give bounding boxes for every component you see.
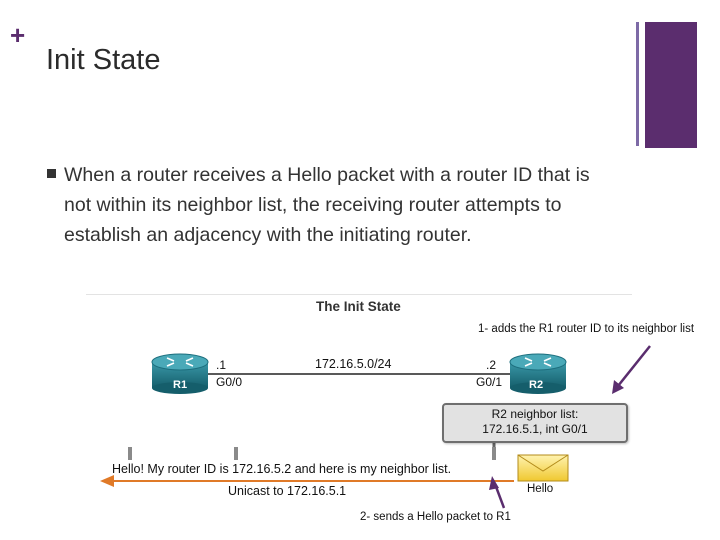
plus-decoration: +	[10, 20, 26, 50]
neighbor-list-entry: 172.16.5.1, int G0/1	[482, 422, 588, 436]
note-1-arrow	[612, 345, 651, 394]
unicast-arrow	[100, 475, 514, 487]
diagram-title: The Init State	[316, 299, 401, 314]
accent-bar-thick	[645, 22, 697, 148]
diagram-top-rule	[86, 294, 632, 295]
network-address: 172.16.5.0/24	[315, 357, 392, 371]
router-r2-label: R2	[529, 379, 543, 391]
r2-ip-suffix: .2	[486, 358, 497, 372]
slide-title: Init State	[46, 44, 161, 76]
bullet-text: When a router receives a Hello packet wi…	[64, 164, 590, 246]
bullet-square-icon	[47, 169, 56, 178]
r1-interface: G0/0	[216, 375, 243, 389]
router-r2-icon	[509, 353, 567, 394]
envelope-label: Hello	[527, 483, 554, 495]
note-2-arrow	[489, 476, 506, 509]
r2-interface: G0/1	[476, 375, 503, 389]
note-1: 1- adds the R1 router ID to its neighbor…	[478, 323, 695, 335]
note-2: 2- sends a Hello packet to R1	[360, 511, 511, 523]
router-r1-label: R1	[173, 379, 187, 391]
envelope-icon	[517, 454, 569, 482]
neighbor-list-heading: R2 neighbor list:	[491, 407, 579, 421]
accent-bar-thin	[636, 22, 639, 146]
r1-ip-suffix: .1	[216, 358, 227, 372]
unicast-label: Unicast to 172.16.5.1	[228, 484, 347, 498]
router-r1-icon	[151, 353, 209, 394]
hello-message: Hello! My router ID is 172.16.5.2 and he…	[112, 462, 452, 476]
r2-neighbor-list-box: R2 neighbor list: 172.16.5.1, int G0/1	[442, 403, 628, 443]
